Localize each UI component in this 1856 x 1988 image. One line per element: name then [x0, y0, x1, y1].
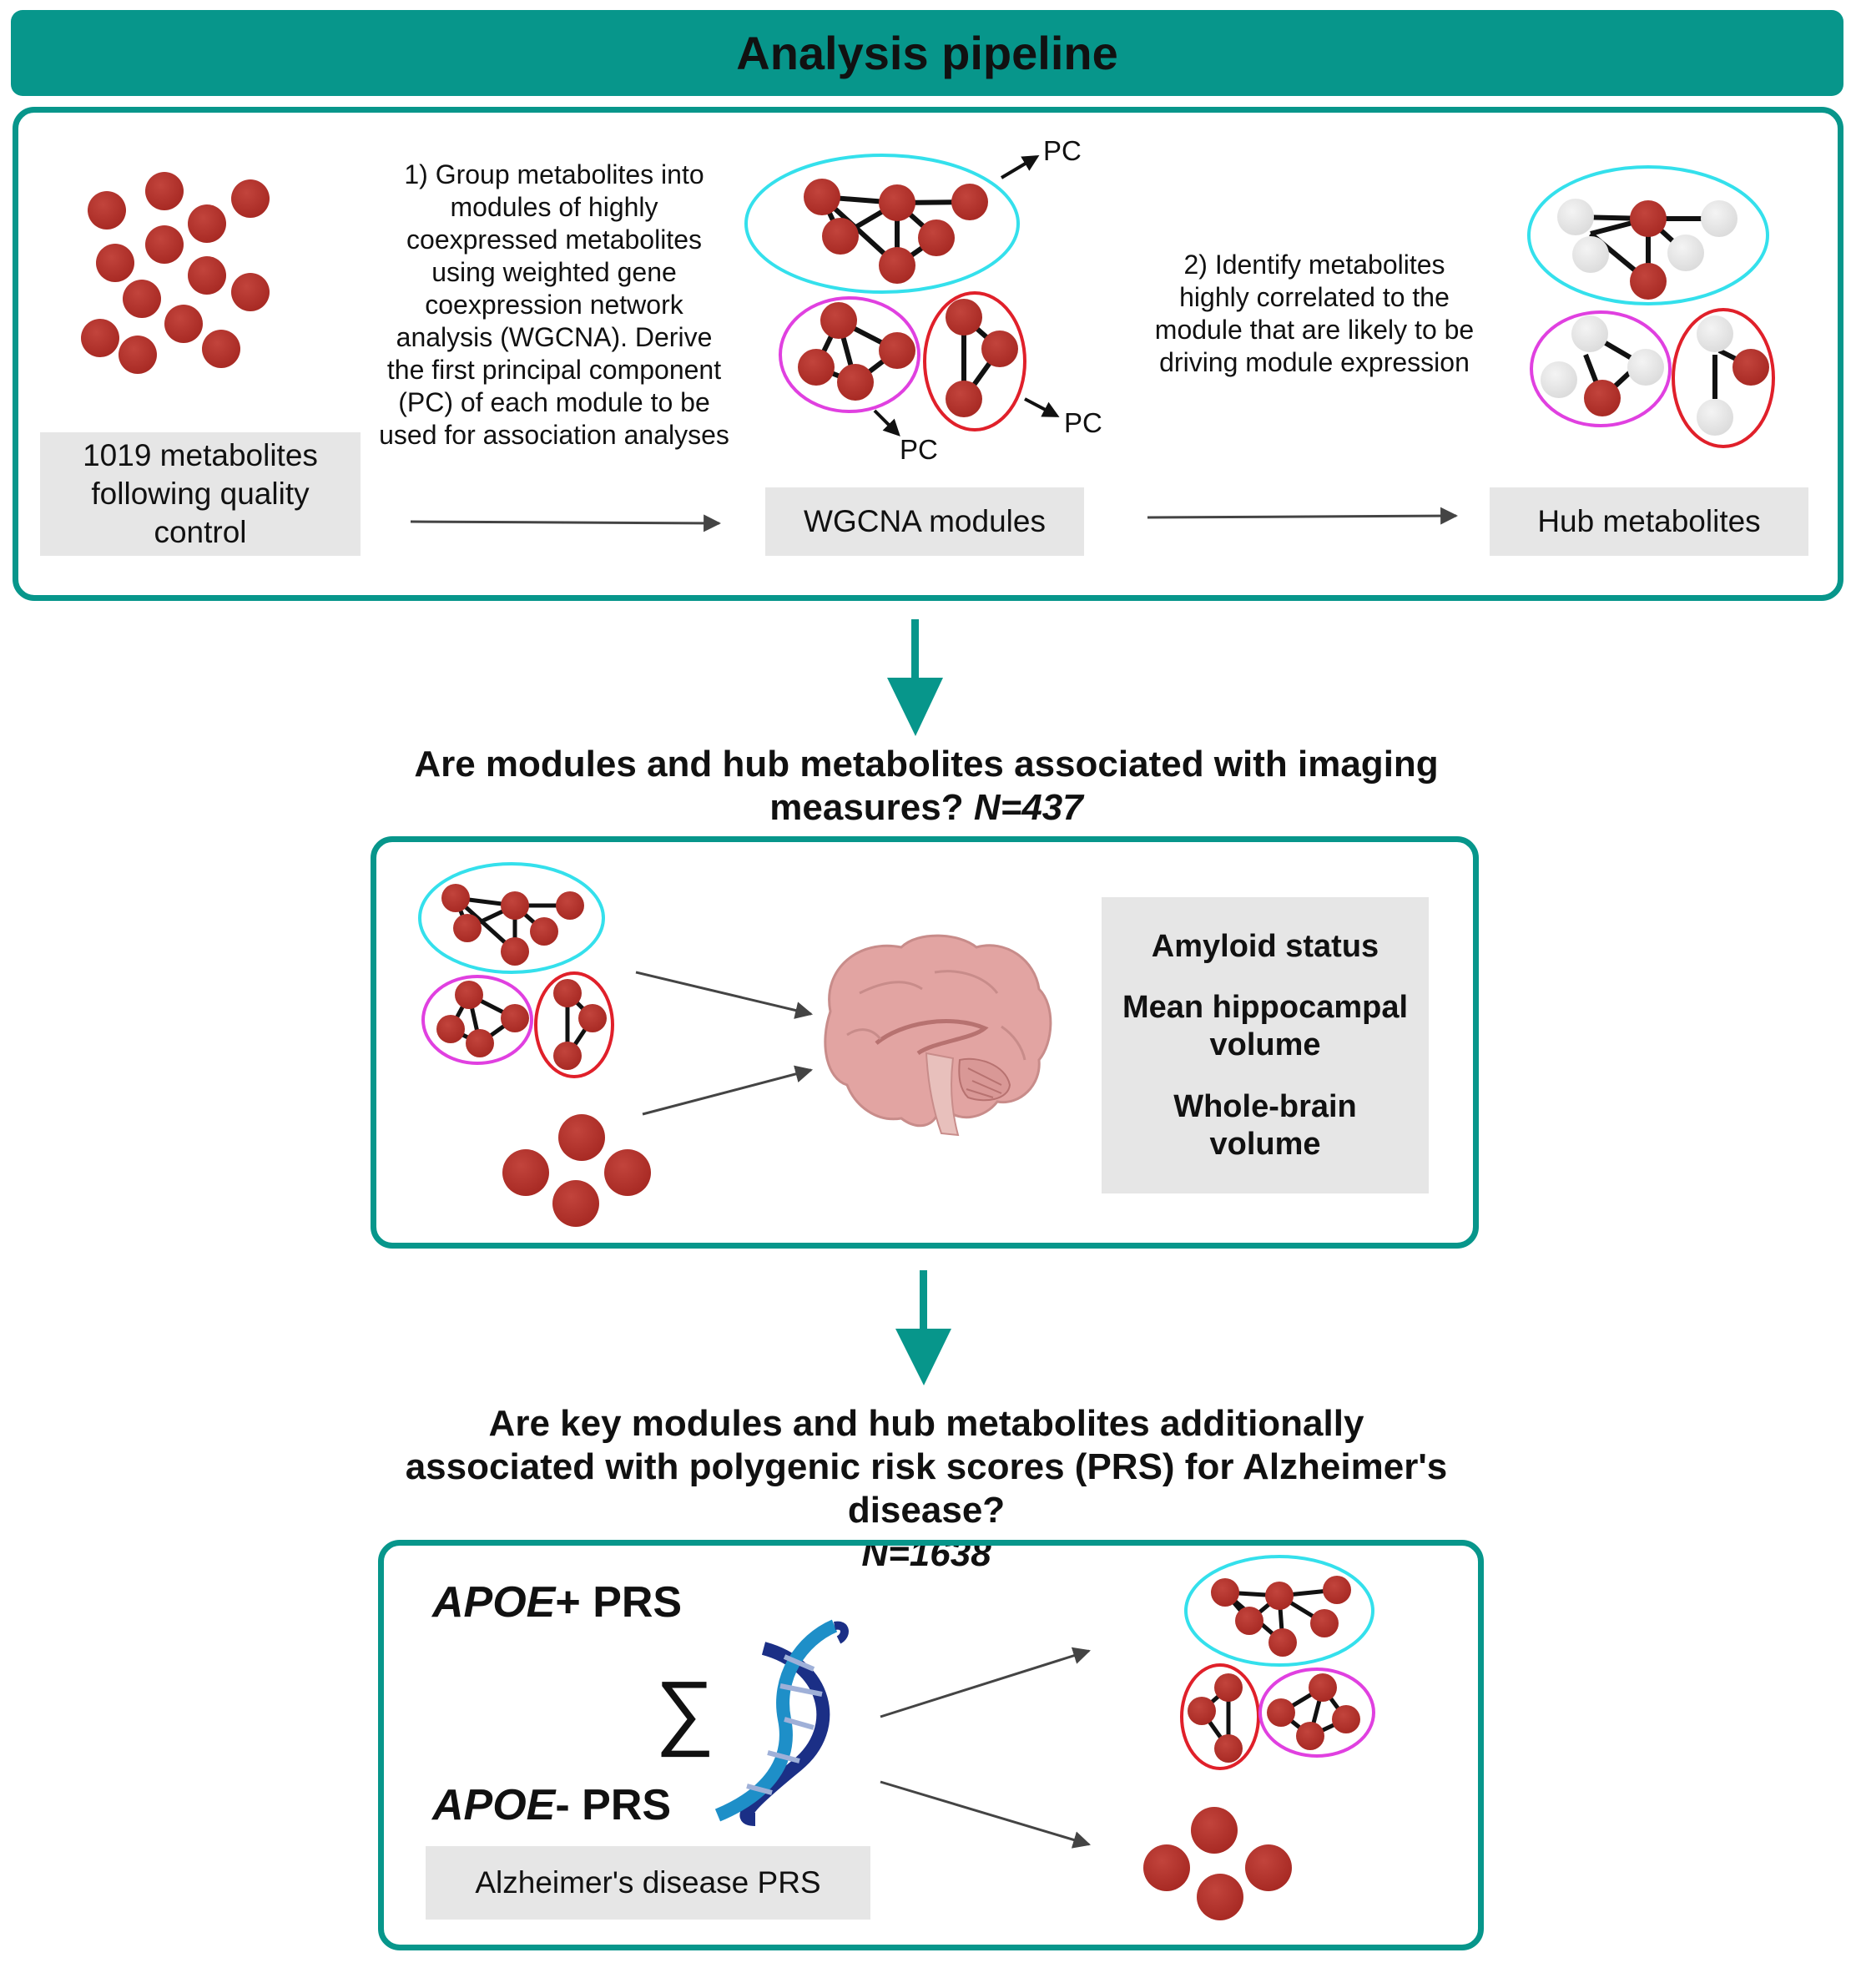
hub-metabolites-box: Hub metabolites — [1490, 487, 1808, 556]
prs-panel — [378, 1540, 1484, 1950]
imaging-sample-size: N=437 — [973, 787, 1083, 828]
hub-metabolites-label: Hub metabolites — [1537, 504, 1761, 538]
measure-whole-brain-volume: Whole-brain volume — [1173, 1088, 1357, 1162]
ad-prs-label: Alzheimer's disease PRS — [475, 1865, 821, 1900]
figure-title: Analysis pipeline — [736, 27, 1118, 79]
wgcna-panel — [13, 107, 1843, 601]
wgcna-modules-box: WGCNA modules — [765, 487, 1084, 556]
imaging-panel — [371, 836, 1479, 1249]
imaging-measures-box: Amyloid status Mean hippocampal volume W… — [1102, 897, 1429, 1193]
metabolites-count-box: 1019 metabolites following quality contr… — [40, 432, 361, 556]
wgcna-modules-label: WGCNA modules — [804, 504, 1046, 538]
ad-prs-box: Alzheimer's disease PRS — [426, 1846, 870, 1920]
flow-arrow-down — [895, 1270, 951, 1385]
sum-symbol: ∑ — [655, 1664, 715, 1758]
apoe-positive-prs: APOE+ PRS — [432, 1578, 683, 1627]
step1-description: 1) Group metabolites into modules of hig… — [379, 159, 729, 450]
title-banner: Analysis pipeline — [11, 10, 1843, 96]
metabolites-count-label: 1019 metabolites following quality contr… — [83, 438, 318, 549]
step2-description: 2) Identify metabolites highly correlate… — [1154, 250, 1475, 377]
imaging-question: Are modules and hub metabolites associat… — [414, 744, 1439, 828]
measure-hippocampal-volume: Mean hippocampal volume — [1122, 990, 1409, 1062]
apoe-negative-prs: APOE- PRS — [432, 1781, 672, 1829]
measure-amyloid-status: Amyloid status — [1151, 928, 1379, 964]
flow-arrow-down — [887, 619, 943, 736]
